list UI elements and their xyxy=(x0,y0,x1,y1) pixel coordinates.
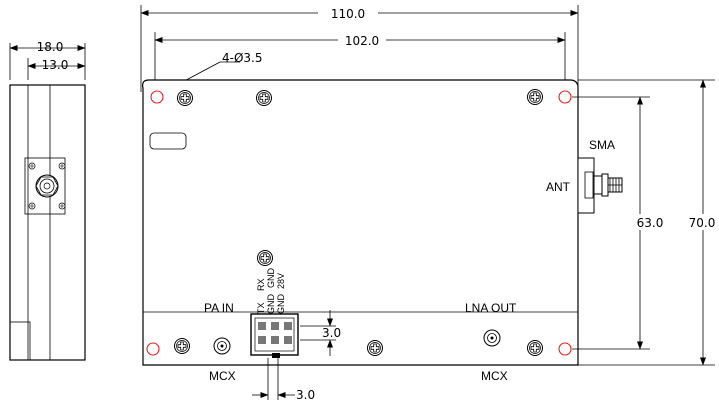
screw-icon xyxy=(367,340,383,356)
mcx-connector-icon xyxy=(213,337,231,355)
pin-label-gnd: GND xyxy=(276,294,286,315)
side-thickness-label: 18.0 xyxy=(37,40,64,54)
right-dimensions: 63.0 70.0 xyxy=(572,79,716,366)
screw-icon xyxy=(174,338,190,354)
overall-height-label: 70.0 xyxy=(689,216,716,230)
pin-pitch-dimensions: 3.0 3.0 xyxy=(252,310,341,402)
hole-spacing-width-label: 102.0 xyxy=(345,34,379,48)
screw-icon xyxy=(527,340,543,356)
pin-label-gnd: GND xyxy=(266,294,276,315)
screw-icon xyxy=(177,90,193,106)
pin-label-tx: TX xyxy=(256,302,266,314)
mcx-label-right: MCX xyxy=(481,369,508,383)
side-inner-label: 13.0 xyxy=(42,58,69,72)
mcx-connector-icon xyxy=(483,329,501,347)
ant-label: ANT xyxy=(546,180,571,194)
screw-icon xyxy=(257,250,273,266)
pin-label-gnd: GND xyxy=(266,268,276,289)
screw-icon xyxy=(256,90,272,106)
hole-spacing-height-label: 63.0 xyxy=(637,216,664,230)
lna-out-label: LNA OUT xyxy=(465,301,517,315)
sma-connector-side xyxy=(24,157,66,215)
mcx-label-left: MCX xyxy=(209,369,236,383)
pa-in-label: PA IN xyxy=(204,301,234,315)
sma-connector-icon xyxy=(577,157,623,214)
pin-label-28v: 28V xyxy=(276,273,286,289)
pin-label-rx: RX xyxy=(256,278,266,291)
sma-label: SMA xyxy=(589,138,615,152)
overall-width-label: 110.0 xyxy=(331,7,365,21)
screw-icon xyxy=(527,89,543,105)
mounting-holes-label: 4-Ø3.5 xyxy=(222,51,263,65)
pin-pitch-horizontal-label: 3.0 xyxy=(296,388,315,402)
side-view: 18.0 13.0 xyxy=(9,40,86,361)
pin-header xyxy=(250,313,299,358)
module-body xyxy=(142,79,579,366)
pin-pitch-vertical-label: 3.0 xyxy=(322,326,341,340)
